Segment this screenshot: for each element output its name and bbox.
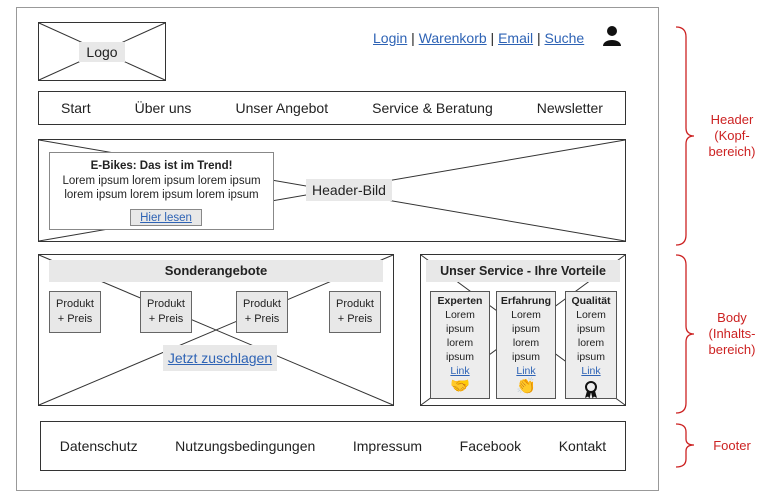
experience-link[interactable]: Link [516, 365, 536, 377]
nav-item-offer[interactable]: Unser Angebot [235, 100, 329, 116]
nav-item-start[interactable]: Start [61, 100, 91, 116]
page-frame [16, 7, 659, 491]
service-box: Unser Service - Ihre Vorteile Experten L… [420, 254, 626, 406]
header-annotation: Header (Kopf- bereich) [708, 112, 756, 159]
email-link[interactable]: Email [498, 30, 534, 46]
offers-title: Sonderangebote [49, 260, 383, 282]
deal-cta-button[interactable]: Jetzt zuschlagen [163, 345, 277, 371]
teaser-title: E-Bikes: Das ist im Trend! [90, 160, 233, 172]
footer-item-contact[interactable]: Kontakt [558, 438, 607, 454]
nav-item-service[interactable]: Service & Beratung [372, 100, 493, 116]
nav-item-newsletter[interactable]: Newsletter [536, 100, 603, 116]
footer-item-privacy[interactable]: Datenschutz [59, 438, 138, 454]
clapping-hands-icon: 👏 [516, 378, 536, 395]
main-nav: Start Über uns Unser Angebot Service & B… [38, 91, 626, 125]
body-brace [675, 254, 695, 414]
handshake-icon: 🤝 [450, 378, 470, 395]
nav-item-about[interactable]: Über uns [134, 100, 192, 116]
footer-brace [675, 423, 695, 468]
service-title: Unser Service - Ihre Vorteile [426, 260, 620, 282]
teaser-text-2: lorem ipsum lorem ipsum lorem ipsum [64, 189, 259, 201]
service-column-quality: Qualität Lorem ipsum lorem ipsum Link [565, 291, 617, 399]
body-annotation: Body (Inhalts- bereich) [708, 310, 756, 357]
logo-placeholder: Logo [38, 22, 166, 81]
service-column-experts: Experten Lorem ipsum lorem ipsum Link 🤝 [430, 291, 490, 399]
quality-link[interactable]: Link [581, 365, 601, 377]
product-tile[interactable]: Produkt+ Preis [140, 291, 192, 333]
header-brace [675, 26, 695, 246]
header-image-label: Header-Bild [306, 179, 392, 201]
login-link[interactable]: Login [373, 30, 408, 46]
footer-item-imprint[interactable]: Impressum [352, 438, 423, 454]
logo-label: Logo [79, 42, 125, 62]
top-links: Login | Warenkorb | Email | Suche [373, 30, 584, 46]
teaser-text-1: Lorem ipsum lorem ipsum lorem ipsum [62, 175, 261, 187]
special-offers-box: Sonderangebote Produkt+ Preis Produkt+ P… [38, 254, 394, 406]
link-separator: | [490, 30, 495, 46]
product-tile[interactable]: Produkt+ Preis [329, 291, 381, 333]
footer-annotation: Footer [713, 438, 751, 453]
cart-link[interactable]: Warenkorb [418, 30, 487, 46]
award-ribbon-icon [585, 381, 597, 399]
footer-item-terms[interactable]: Nutzungsbedingungen [175, 438, 316, 454]
footer-item-facebook[interactable]: Facebook [459, 438, 522, 454]
link-separator: | [536, 30, 541, 46]
header-image-placeholder: Header-Bild E-Bikes: Das ist im Trend! L… [38, 139, 626, 242]
read-more-button[interactable]: Hier lesen [130, 209, 202, 226]
footer-bar: Datenschutz Nutzungsbedingungen Impressu… [40, 421, 626, 471]
product-tile[interactable]: Produkt+ Preis [236, 291, 288, 333]
search-link[interactable]: Suche [544, 30, 585, 46]
experts-link[interactable]: Link [450, 365, 470, 377]
product-tile[interactable]: Produkt+ Preis [49, 291, 101, 333]
user-icon[interactable] [602, 25, 622, 47]
service-column-experience: Erfahrung Lorem ipsum lorem ipsum Link 👏 [496, 291, 556, 399]
link-separator: | [411, 30, 415, 46]
teaser-card: E-Bikes: Das ist im Trend! Lorem ipsum l… [49, 152, 274, 230]
